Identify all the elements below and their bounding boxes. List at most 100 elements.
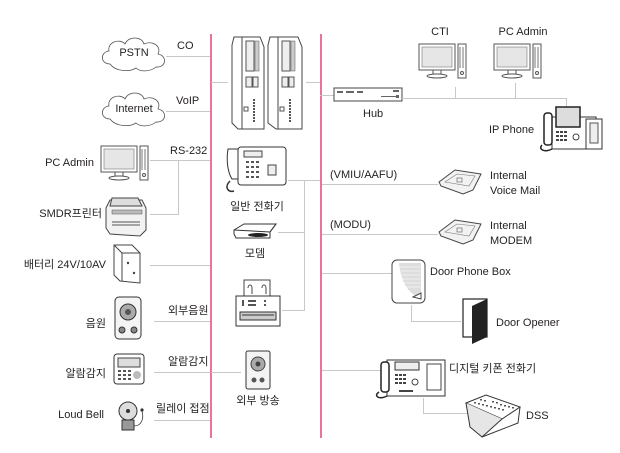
battery-icon [113, 244, 141, 284]
right-bus-line [320, 34, 322, 438]
cloud-icon [101, 37, 165, 72]
dss-horizontal [423, 413, 468, 414]
hub-connector [320, 95, 334, 96]
computer-icon [418, 43, 467, 79]
computer-icon [100, 145, 149, 181]
left-pc-admin-computer [100, 144, 150, 186]
internet-cloud [100, 89, 168, 127]
pbx-system [228, 33, 308, 131]
pbx-left-connector [211, 82, 228, 83]
voice-mail-line [322, 184, 438, 185]
printer-connector-horizontal [150, 214, 179, 215]
keyphone-icon [375, 359, 446, 399]
bell-icon [118, 401, 144, 431]
fax-line [282, 310, 305, 311]
modem-icon [233, 223, 277, 239]
cloud-icon [101, 92, 165, 127]
hub-label: Hub [363, 108, 384, 120]
left-bus-line [210, 34, 212, 438]
voice-mail-label-line2: Voice Mail [490, 185, 541, 197]
dss-vertical [423, 398, 424, 413]
cti-label: CTI [431, 26, 449, 38]
door-phone-icon [391, 259, 426, 304]
audio-source [113, 295, 143, 341]
lan-bus-line [402, 98, 567, 99]
relay-contact-line [154, 420, 210, 421]
co-line [166, 56, 210, 57]
phone-icon [226, 146, 287, 193]
door-phone-line [322, 273, 392, 274]
door-icon [462, 298, 488, 344]
door-phone-box [391, 259, 427, 305]
internal-modem-label-line2: MODEM [490, 235, 533, 247]
cti-computer [418, 42, 468, 84]
digital-keyphone-label: 디지털 키폰 전화기 [449, 363, 537, 375]
door-phone-box-label: Door Phone Box [430, 266, 511, 278]
external-paging-speaker [244, 349, 272, 391]
modem-label: 모뎀 [244, 248, 266, 260]
pstn-cloud [100, 34, 168, 72]
door-opener-vertical [411, 305, 412, 321]
dss-console [464, 393, 522, 439]
external-paging-line [211, 372, 241, 373]
rs232-label: RS-232 [170, 145, 208, 157]
printer-connector-vertical [178, 160, 179, 214]
printer-icon [105, 197, 147, 237]
network-hub-icon [333, 87, 403, 102]
computer-icon [493, 43, 542, 79]
rs232-line [150, 160, 210, 161]
cti-drop [455, 87, 456, 98]
alarm-detect-line [154, 372, 210, 373]
analog-phone-label: 일반 전화기 [230, 201, 284, 213]
digital-keyphone [375, 358, 447, 400]
dss-label: DSS [526, 410, 549, 422]
alarm-sensor [112, 352, 146, 386]
battery-line [150, 265, 210, 266]
co-label: CO [177, 40, 194, 52]
loud-bell-label: Loud Bell [58, 409, 104, 421]
voip-label: VoIP [176, 95, 200, 107]
ip-phone [538, 105, 606, 153]
alarm-detect-label: 알람감지 [168, 356, 209, 368]
door-opener-label: Door Opener [496, 317, 560, 329]
internal-voice-mail-card [437, 168, 483, 196]
left-pc-admin-label: PC Admin [45, 157, 94, 169]
internet-label: Internet [115, 103, 153, 115]
digital-keyphone-line [322, 370, 388, 371]
pc-admin-drop [515, 83, 516, 98]
relay-contact-label: 릴레이 접점 [156, 403, 210, 415]
circuit-card-icon [438, 169, 482, 195]
internal-modem-card [437, 218, 483, 246]
speaker-icon [245, 350, 271, 390]
smdr-printer-label: SMDR프린터 [39, 208, 102, 220]
external-source-label: 외부음원 [168, 305, 209, 317]
right-pc-admin-computer [493, 42, 543, 84]
alarm-sensor-label: 알람감지 [65, 368, 106, 380]
ip-phone-label: IP Phone [489, 124, 535, 136]
ip-phone-icon [540, 106, 603, 152]
modem-line [278, 232, 305, 233]
pstn-label: PSTN [119, 47, 149, 59]
analog-phone [224, 143, 290, 195]
speaker-icon [114, 296, 142, 340]
ip-phone-drop [566, 98, 567, 108]
center-devices-vertical [304, 180, 305, 310]
pbx-cabinet-icon [231, 36, 303, 130]
circuit-card-icon [438, 219, 482, 245]
voip-line [166, 111, 210, 112]
loud-bell [118, 398, 148, 436]
fax-icon [235, 279, 281, 327]
dss-console-icon [464, 394, 522, 438]
pbx-right-connector [306, 82, 320, 83]
door-opener [462, 298, 490, 346]
door-opener-horizontal [411, 321, 461, 322]
alarm-panel-icon [113, 353, 145, 385]
external-source-line [154, 321, 210, 322]
internal-modem-line [322, 234, 438, 235]
battery [110, 243, 146, 285]
modu-label: (MODU) [330, 219, 371, 231]
smdr-printer [104, 196, 150, 238]
internal-modem-label-line1: Internal [490, 220, 527, 232]
fax [234, 278, 282, 330]
voice-mail-label-line1: Internal [490, 170, 527, 182]
